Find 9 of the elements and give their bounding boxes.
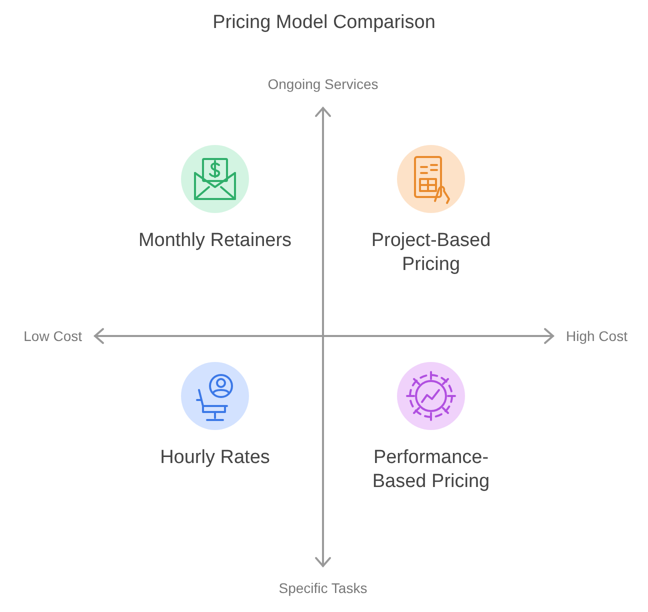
chart-title: Pricing Model Comparison [212, 12, 436, 34]
item-label: Monthly Retainers [137, 229, 293, 253]
item-label: Hourly Rates [159, 446, 271, 470]
axis-label: Specific Tasks [278, 580, 368, 596]
axis-label: Ongoing Services [266, 76, 380, 92]
axis-label: High Cost [566, 328, 628, 344]
item-label: Project-Based Pricing [370, 229, 492, 277]
item-label: Performance-Based Pricing [371, 446, 491, 494]
axis-label: Low Cost [24, 328, 82, 344]
